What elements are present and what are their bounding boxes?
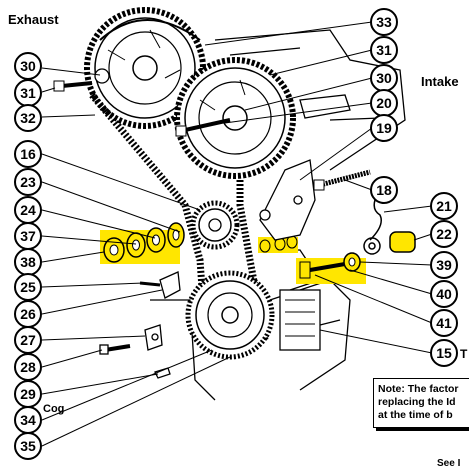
note-line-1: Note: The factor: [378, 383, 459, 395]
callout-34: 34: [20, 412, 36, 428]
callout-15: 15: [436, 345, 452, 361]
callout-38: 38: [20, 254, 36, 270]
bolt-20: [175, 118, 231, 137]
callout-39: 39: [436, 257, 452, 273]
callout-31-right: 31: [376, 42, 392, 58]
callout-40: 40: [436, 286, 452, 302]
tensioner-sleeve: [389, 231, 416, 253]
callout-28: 28: [20, 359, 36, 375]
tensioner-bracket: [259, 159, 316, 241]
exhaust-cam-sprocket: [84, 7, 206, 129]
callout-25: 25: [20, 279, 36, 295]
callout-26: 26: [20, 306, 36, 322]
callout-41: 41: [436, 315, 452, 331]
small-parts-left: [99, 271, 181, 379]
tensioner-spring: [363, 199, 382, 255]
note-line-3: at the time of b: [378, 409, 453, 421]
callout-20: 20: [376, 95, 392, 111]
t-partial-label: T: [460, 347, 468, 361]
callout-31-left: 31: [20, 85, 36, 101]
idler-pulley: [190, 200, 240, 250]
callout-18: 18: [376, 182, 392, 198]
exhaust-label: Exhaust: [8, 12, 59, 27]
leader-lines: [41, 21, 433, 447]
callout-19: 19: [376, 120, 392, 136]
intake-label: Intake: [421, 74, 459, 89]
crank-sprocket: [185, 270, 321, 360]
callout-16: 16: [20, 146, 36, 162]
note-line-2: replacing the Id: [378, 396, 456, 408]
washer-30-left: [94, 68, 110, 84]
callout-circles: [14, 8, 458, 460]
factory-note-box: Note: The factor replacing the Id at the…: [373, 378, 469, 428]
callout-37: 37: [20, 228, 36, 244]
callout-21: 21: [436, 198, 452, 214]
callout-32: 32: [20, 110, 36, 126]
see-partial-label: See I: [437, 458, 461, 469]
left-highlighted-spacers: [100, 222, 185, 264]
callout-24: 24: [20, 202, 36, 218]
callout-35: 35: [20, 438, 36, 454]
bolt-18: [313, 169, 371, 191]
intake-cam-sprocket: [174, 57, 296, 179]
callout-numbers: 30 31 32 16 23 24 37 38 25 26 27 28 29 3…: [20, 14, 452, 454]
callout-23: 23: [20, 174, 36, 190]
callout-33: 33: [376, 14, 392, 30]
callout-29: 29: [20, 386, 36, 402]
right-highlighted-bolt: [296, 252, 366, 284]
callout-30-left: 30: [20, 58, 36, 74]
callout-22: 22: [436, 226, 452, 242]
bolt-31-left: [53, 80, 93, 92]
callout-30-right: 30: [376, 70, 392, 86]
cog-label: Cog: [43, 403, 64, 415]
callout-27: 27: [20, 332, 36, 348]
